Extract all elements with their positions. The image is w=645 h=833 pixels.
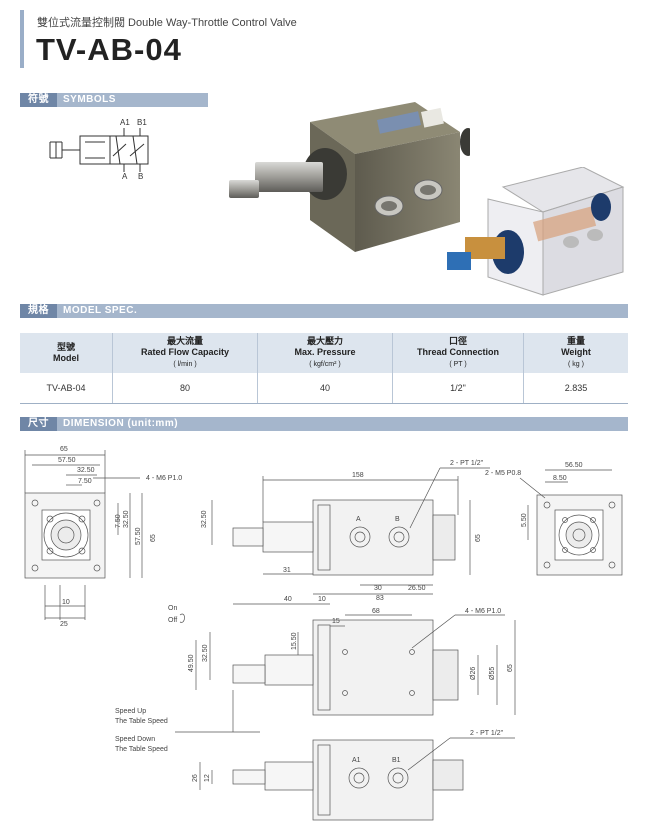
dim-bottom-pt: 2 - PT 1/2" [470, 730, 504, 737]
dim-side-65: 65 [507, 664, 514, 672]
port-b1-label: B1 [392, 757, 401, 764]
dim-top-26-50: 26.50 [408, 585, 426, 592]
symbol-b-label: B [138, 172, 143, 181]
dim-side-dia55: Ø55 [489, 667, 496, 680]
hydraulic-symbol: A1 B1 A B [49, 118, 149, 181]
dim-left-57-50: 57.50 [58, 457, 76, 464]
port-a1-label: A1 [352, 757, 361, 764]
cutaway-photo [447, 167, 625, 296]
dim-top-30: 30 [374, 585, 382, 592]
dim-side-68: 68 [372, 608, 380, 615]
speed-up-sub: The Table Speed [115, 718, 168, 725]
product-photo [229, 102, 470, 252]
product-subtitle: 雙位式流量控制閥 Double Way-Throttle Control Val… [37, 17, 297, 29]
dimension-drawing: 65 57.50 32.50 7.50 4 - M6 P1.0 7.50 32.… [24, 446, 623, 821]
on-label: On [168, 605, 177, 612]
dim-right-m5: 2 - M5 P0.8 [485, 470, 521, 477]
dim-right-8-50: 8.50 [553, 475, 567, 482]
dim-top-65: 65 [475, 534, 482, 542]
speed-down-label: Speed Down [115, 736, 155, 743]
dim-left-b25: 25 [60, 621, 68, 628]
dim-left-32-50: 32.50 [77, 467, 95, 474]
spec-cell-flow: 80 [112, 373, 258, 404]
dim-top-158: 158 [352, 472, 364, 479]
table-row: TV-AB-04 80 40 1/2" 2.835 [20, 373, 628, 404]
spec-cell-model: TV-AB-04 [20, 373, 113, 404]
spec-cell-weight: 2.835 [523, 373, 628, 404]
dim-side-bolts: 4 - M6 P1.0 [465, 608, 501, 615]
dim-left-65: 65 [60, 446, 68, 453]
dim-side-32-50: 32.50 [202, 644, 209, 662]
dim-side-49-50: 49.50 [188, 654, 195, 672]
spec-cell-thread: 1/2" [392, 373, 524, 404]
dim-side-15: 15 [332, 618, 340, 625]
dim-top-32-50: 32.50 [201, 510, 208, 528]
symbol-b1-label: B1 [137, 118, 147, 127]
dim-right-5-50: 5.50 [521, 513, 528, 527]
dim-top-40: 40 [284, 596, 292, 603]
speed-up-label: Speed Up [115, 708, 146, 715]
dim-left-v32-50: 32.50 [123, 510, 130, 528]
section-symbols-cn: 符號 [20, 93, 57, 107]
off-label: Off [168, 617, 177, 624]
symbol-a1-label: A1 [120, 118, 130, 127]
dim-left-7-50: 7.50 [78, 478, 92, 485]
section-model-spec-bar: 規格 MODEL SPEC. [20, 304, 628, 318]
dim-left-v57-50: 57.50 [135, 527, 142, 545]
speed-down-sub: The Table Speed [115, 746, 168, 753]
dim-top-pt: 2 - PT 1/2" [450, 460, 484, 467]
section-spec-en: MODEL SPEC. [63, 305, 138, 316]
section-dimension-en: DIMENSION (unit:mm) [63, 418, 179, 429]
dim-left-bolts: 4 - M6 P1.0 [146, 475, 182, 482]
dim-left-b10: 10 [62, 599, 70, 606]
section-symbols-bar: 符號 SYMBOLS [20, 93, 208, 107]
dim-bottom-12: 12 [204, 774, 211, 782]
dim-top-10: 10 [318, 596, 326, 603]
dim-left-v7-50: 7.50 [115, 514, 122, 528]
dim-bottom-26: 26 [192, 774, 199, 782]
dim-top-83: 83 [376, 595, 384, 602]
section-symbols-en: SYMBOLS [63, 94, 116, 105]
section-dimension-bar: 尺寸 DIMENSION (unit:mm) [20, 417, 628, 431]
dim-side-15-50: 15.50 [291, 632, 298, 650]
dim-side-dia26: Ø26 [470, 667, 477, 680]
section-dimension-cn: 尺寸 [20, 417, 57, 431]
port-b-label: B [395, 516, 400, 523]
port-a-label: A [356, 516, 361, 523]
dim-top-31: 31 [283, 567, 291, 574]
spec-cell-pressure: 40 [257, 373, 393, 404]
section-spec-cn: 規格 [20, 304, 57, 318]
symbol-a-label: A [122, 172, 128, 181]
product-title: TV-AB-04 [36, 32, 182, 67]
dim-right-56-50: 56.50 [565, 462, 583, 469]
dim-left-v65: 65 [150, 534, 157, 542]
header-accent-bar [20, 10, 24, 68]
